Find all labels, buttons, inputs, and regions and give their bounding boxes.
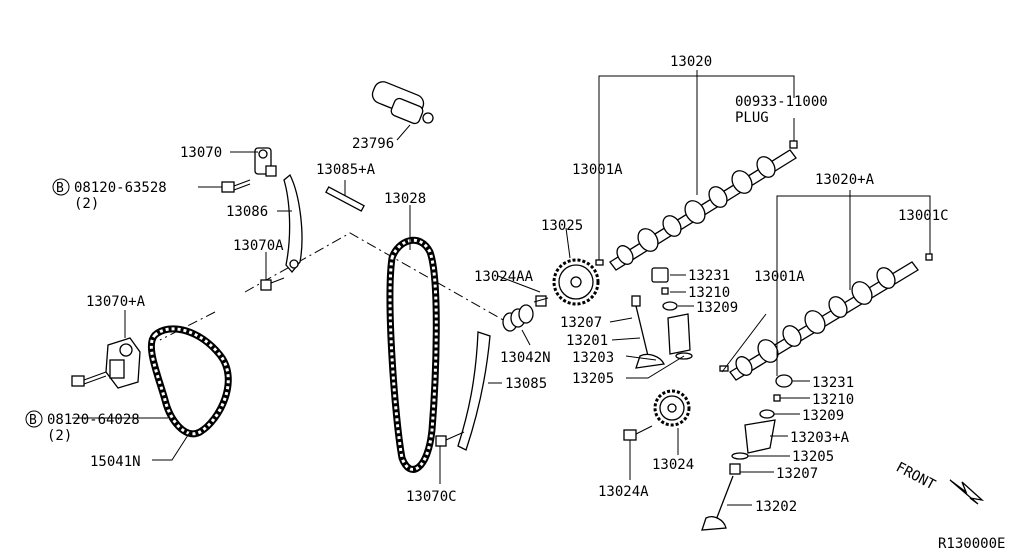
label-13210-bot: 13210 — [812, 392, 854, 408]
label-13001a-right: 13001A — [754, 269, 805, 285]
bolt-callout-2: B 08120-64028 (2) — [25, 410, 140, 444]
label-13070pa: 13070+A — [86, 294, 146, 310]
label-13024: 13024 — [652, 457, 694, 473]
label-qty-2: (2) — [47, 428, 72, 444]
label-00933-11000: 00933-11000 — [735, 94, 828, 110]
label-13028: 13028 — [384, 191, 426, 207]
chain-guide-13085 — [457, 331, 491, 451]
label-13203a: 13203+A — [790, 430, 850, 446]
bolt-13070a — [260, 277, 285, 291]
label-13070: 13070 — [180, 145, 222, 161]
timing-chain-15041n — [147, 325, 232, 438]
bolt-08120-64028 — [71, 371, 107, 387]
label-13231-top: 13231 — [688, 268, 730, 284]
timing-chain-13028 — [386, 236, 440, 473]
tensioner-13070pa — [105, 337, 141, 389]
label-13024a: 13024A — [598, 484, 649, 500]
bolt-callout-1: B 08120-63528 (2) — [52, 178, 167, 212]
camshaft-13020 — [609, 149, 797, 271]
label-13202: 13202 — [755, 499, 797, 515]
label-13201: 13201 — [566, 333, 608, 349]
label-reference: R130000E — [938, 536, 1005, 552]
label-13001c: 13001C — [898, 208, 949, 224]
label-front: FRONT — [893, 459, 938, 493]
tensioner-13070 — [254, 147, 277, 177]
label-13020a: 13020+A — [815, 172, 875, 188]
seals-13042n — [502, 304, 534, 332]
bolt-13024aa — [533, 295, 549, 307]
label-13085a: 13085+A — [316, 162, 376, 178]
dowel-13001a-right — [719, 365, 729, 372]
label-13231-bot: 13231 — [812, 375, 854, 391]
timing-guide-line — [159, 232, 513, 341]
circle-b-icon — [52, 178, 70, 196]
bolt-13070c — [435, 431, 465, 447]
bolt-13024a — [623, 425, 653, 441]
label-15041n: 15041N — [90, 454, 141, 470]
label-13203: 13203 — [572, 350, 614, 366]
tensioner-23796 — [371, 81, 434, 125]
bolt-letter-1: B — [56, 181, 64, 196]
label-13024aa: 13024AA — [474, 269, 534, 285]
label-13210-top: 13210 — [688, 285, 730, 301]
label-13001a-top: 13001A — [572, 162, 623, 178]
label-13042n: 13042N — [500, 350, 551, 366]
sprocket-13024 — [653, 389, 691, 427]
front-arrow-icon — [949, 479, 985, 505]
label-13205-top: 13205 — [572, 371, 614, 387]
label-13025: 13025 — [541, 218, 583, 234]
label-plug: PLUG — [735, 110, 769, 126]
valve-train-lower — [701, 374, 793, 531]
label-13207-top: 13207 — [560, 315, 602, 331]
label-13207-bot: 13207 — [776, 466, 818, 482]
label-13085: 13085 — [505, 376, 547, 392]
sprocket-13025 — [552, 258, 600, 306]
label-13070c: 13070C — [406, 489, 457, 505]
label-13086: 13086 — [226, 204, 268, 220]
chain-guide-13086 — [283, 173, 303, 274]
dowel-13001a-top — [595, 259, 604, 266]
label-13209-bot: 13209 — [802, 408, 844, 424]
label-qty-1: (2) — [74, 196, 99, 212]
label-13070a: 13070A — [233, 238, 284, 254]
label-13020: 13020 — [670, 54, 712, 70]
bolt-08120-63528 — [221, 179, 251, 193]
label-08120-63528: 08120-63528 — [74, 180, 167, 196]
strip-13085a — [325, 186, 365, 212]
plug-00933 — [789, 140, 798, 149]
valve-train-upper — [631, 267, 693, 369]
circle-b-icon-2 — [25, 410, 43, 428]
guide-pivot — [289, 259, 299, 269]
label-13205-bot: 13205 — [792, 449, 834, 465]
label-23796: 23796 — [352, 136, 394, 152]
label-08120-64028: 08120-64028 — [47, 412, 140, 428]
bolt-letter-2: B — [29, 413, 37, 428]
dowel-13001c — [925, 253, 933, 261]
leader-lines — [72, 70, 931, 506]
label-13209-top: 13209 — [696, 300, 738, 316]
